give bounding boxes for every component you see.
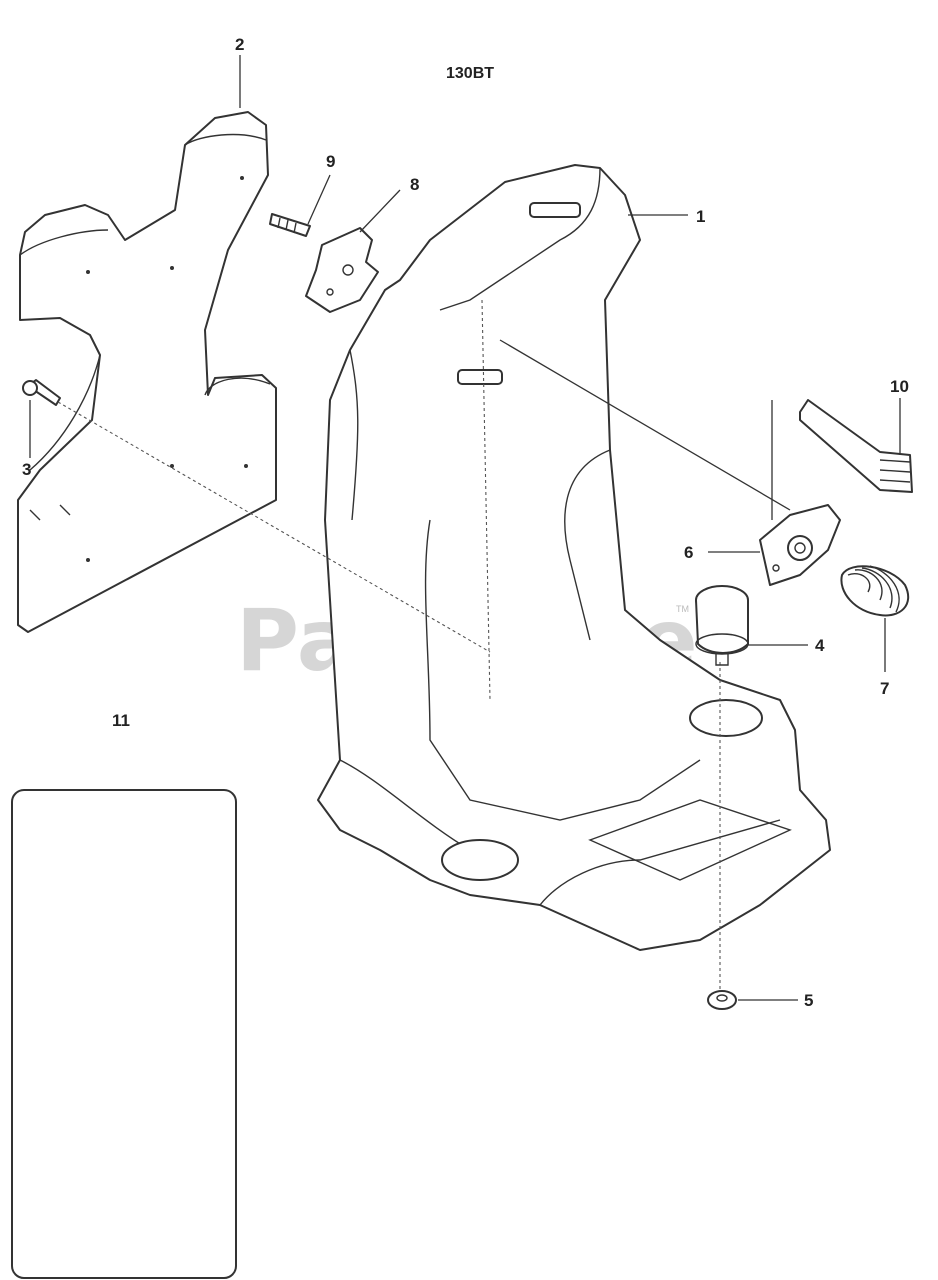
callout-10: 10 [890, 377, 909, 396]
callout-11: 11 [112, 711, 130, 730]
callout-8: 8 [410, 175, 419, 194]
cable-line [499, 339, 791, 511]
mount-line-3 [57, 401, 491, 653]
callout-6: 6 [684, 543, 693, 562]
mount-line-frame [481, 299, 491, 701]
harness-kit-box-part-11[interactable] [11, 789, 237, 1279]
leader-8 [359, 189, 401, 233]
spring-part-7[interactable] [840, 565, 910, 617]
strap-part-10[interactable] [799, 399, 913, 493]
vibration-damper-part-4[interactable] [695, 585, 749, 666]
screw-part-9[interactable] [269, 213, 311, 237]
plate-part-8[interactable] [305, 227, 379, 313]
callout-2: 2 [235, 35, 244, 54]
watermark-tm: TM [676, 604, 689, 614]
backpack-frame-part-1[interactable] [317, 164, 831, 951]
callout-9: 9 [326, 152, 335, 171]
model-title: 130BT [446, 65, 494, 82]
leader-9 [307, 174, 331, 225]
washer-part-5[interactable] [707, 990, 737, 1010]
back-pad-part-2[interactable] [17, 111, 277, 633]
callout-5: 5 [804, 991, 813, 1010]
callout-7: 7 [880, 679, 889, 698]
callout-3: 3 [22, 460, 31, 479]
callout-1: 1 [696, 207, 705, 226]
latch-bracket-part-6[interactable] [759, 504, 841, 586]
callout-4: 4 [815, 636, 825, 655]
screw-part-3[interactable] [22, 379, 61, 406]
